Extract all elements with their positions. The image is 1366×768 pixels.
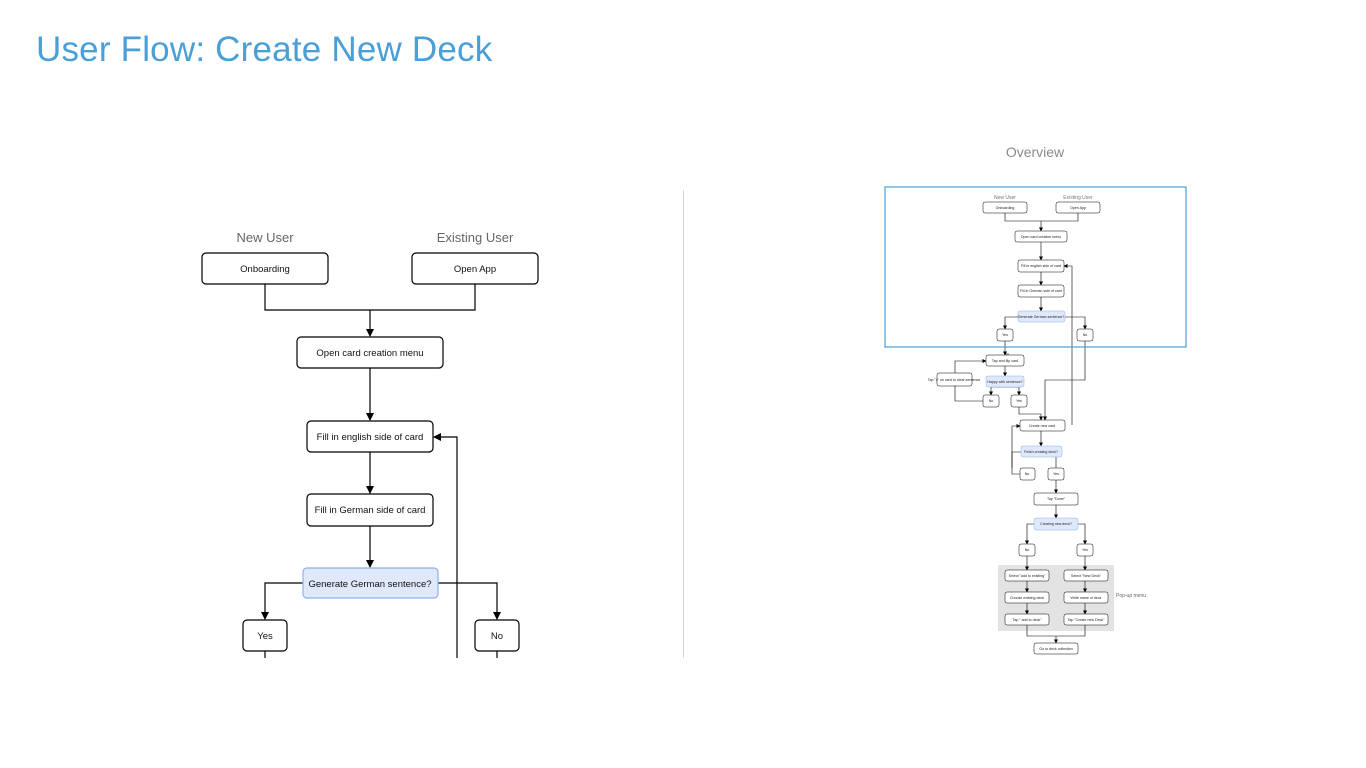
mini-label-tap-flip: Tap and flip card bbox=[992, 359, 1018, 363]
mini-node-yes1 bbox=[996, 328, 1014, 342]
node-fill-german: Fill in German side of card bbox=[306, 493, 434, 527]
mini-lane-existing-user: Existing User bbox=[1063, 195, 1093, 201]
mini-node-happy bbox=[985, 375, 1025, 388]
overview-viewport-frame[interactable] bbox=[884, 186, 1187, 348]
overview-label: Overview bbox=[1005, 144, 1065, 160]
mini-node-choose-deck bbox=[1004, 591, 1050, 604]
mini-label-yes3: Yes bbox=[1053, 472, 1059, 476]
mini-label-no1: No bbox=[1083, 333, 1088, 337]
mini-label-fill-english: Fill in english side of card bbox=[1021, 264, 1061, 268]
mini-label-create-card: Create new card bbox=[1029, 424, 1055, 428]
mini-label-happy: Happy with sentence? bbox=[987, 380, 1022, 384]
mini-node-select-new bbox=[1063, 569, 1109, 582]
mini-node-tap-create bbox=[1063, 613, 1109, 626]
node-generate-decision: Generate German sentence? bbox=[302, 567, 439, 599]
mini-node-tap-x bbox=[936, 372, 973, 387]
node-no: No bbox=[474, 619, 520, 652]
mini-node-tap-done bbox=[1033, 492, 1079, 506]
popup-menu-label: Pop-up menu bbox=[1116, 593, 1146, 599]
mini-node-open-app bbox=[1055, 201, 1101, 214]
mini-label-no3: No bbox=[1025, 472, 1030, 476]
mini-label-open-menu: Open card creation menu bbox=[1021, 235, 1062, 239]
mini-node-yes4 bbox=[1076, 543, 1094, 557]
mini-label-tap-done: Tap "Done" bbox=[1047, 497, 1066, 501]
mini-label-no4: No bbox=[1025, 548, 1030, 552]
node-no-label: No bbox=[491, 631, 503, 642]
mini-label-select-new: Select "New Deck" bbox=[1071, 574, 1102, 578]
mini-node-tap-flip bbox=[985, 354, 1025, 367]
mini-label-no2: No bbox=[989, 399, 994, 403]
node-onboarding-label: Onboarding bbox=[240, 264, 290, 275]
section-divider bbox=[683, 190, 684, 658]
node-open-menu: Open card creation menu bbox=[296, 336, 444, 369]
mini-label-fill-german: Fill in German side of card bbox=[1020, 289, 1062, 293]
overview-node-labels: Onboarding Open App Open card creation m… bbox=[928, 206, 1105, 651]
mini-node-tap-add bbox=[1004, 613, 1050, 626]
mini-node-yes2 bbox=[1010, 394, 1028, 408]
node-yes: Yes bbox=[242, 619, 288, 652]
mini-label-creating-deck: Creating new deck? bbox=[1040, 522, 1072, 526]
mini-label-generate: Generate German sentence? bbox=[1018, 315, 1065, 319]
mini-label-write-name: Write name of deck bbox=[1071, 596, 1102, 600]
mini-node-create-card bbox=[1019, 419, 1066, 432]
mini-node-no4 bbox=[1018, 543, 1036, 557]
mini-node-onboarding bbox=[982, 201, 1028, 214]
node-onboarding: Onboarding bbox=[201, 252, 329, 285]
mini-node-fill-german bbox=[1017, 284, 1065, 298]
node-fill-english: Fill in english side of card bbox=[306, 420, 434, 453]
main-connectors bbox=[261, 284, 501, 658]
mini-label-yes2: Yes bbox=[1016, 399, 1022, 403]
page-title: User Flow: Create New Deck bbox=[36, 30, 493, 69]
mini-label-select-add: Select "add to existing" bbox=[1009, 574, 1046, 578]
mini-node-creating-deck bbox=[1033, 517, 1079, 531]
lane-existing-user: Existing User bbox=[437, 230, 514, 245]
mini-node-finish bbox=[1020, 445, 1063, 458]
node-open-app-label: Open App bbox=[454, 264, 496, 275]
node-generate-label: Generate German sentence? bbox=[308, 579, 431, 590]
mini-label-tap-add: Tap " add to deck" bbox=[1013, 618, 1043, 622]
node-open-app: Open App bbox=[411, 252, 539, 285]
node-fill-english-label: Fill in english side of card bbox=[317, 432, 424, 443]
mini-label-goto: Go to deck collection bbox=[1039, 647, 1072, 651]
lane-new-user: New User bbox=[236, 230, 294, 245]
node-yes-label: Yes bbox=[257, 631, 273, 642]
main-flow: New User Existing User Onboarding Open A… bbox=[201, 230, 539, 658]
mini-label-tap-create: Tap "Create new Deck" bbox=[1068, 618, 1106, 622]
mini-label-yes1: Yes bbox=[1002, 333, 1008, 337]
mini-node-no1 bbox=[1076, 328, 1094, 342]
mini-node-goto bbox=[1033, 642, 1079, 655]
mini-label-choose-deck: Choose existing deck bbox=[1010, 596, 1044, 600]
mini-node-generate bbox=[1017, 310, 1066, 323]
overview-nodes bbox=[936, 201, 1109, 655]
mini-node-select-add bbox=[1004, 569, 1050, 582]
mini-node-write-name bbox=[1063, 591, 1109, 604]
mini-label-finish: Finish creating deck? bbox=[1024, 450, 1058, 454]
mini-lane-new-user: New User bbox=[994, 195, 1016, 201]
node-fill-german-label: Fill in German side of card bbox=[315, 505, 426, 516]
mini-node-fill-english bbox=[1017, 259, 1065, 273]
mini-label-onboarding: Onboarding bbox=[996, 206, 1015, 210]
node-open-menu-label: Open card creation menu bbox=[316, 348, 423, 359]
mini-node-open-menu bbox=[1014, 230, 1068, 243]
mini-label-yes4: Yes bbox=[1082, 548, 1088, 552]
overview-flow: Pop-up menu New User Existing User bbox=[884, 186, 1187, 655]
mini-node-yes3 bbox=[1047, 467, 1065, 481]
mini-node-no2 bbox=[982, 394, 1000, 408]
mini-label-open-app: Open App bbox=[1070, 206, 1086, 210]
mini-label-tap-x: Tap "x" on card to clear sentence bbox=[928, 378, 981, 382]
mini-node-no3 bbox=[1019, 467, 1036, 481]
